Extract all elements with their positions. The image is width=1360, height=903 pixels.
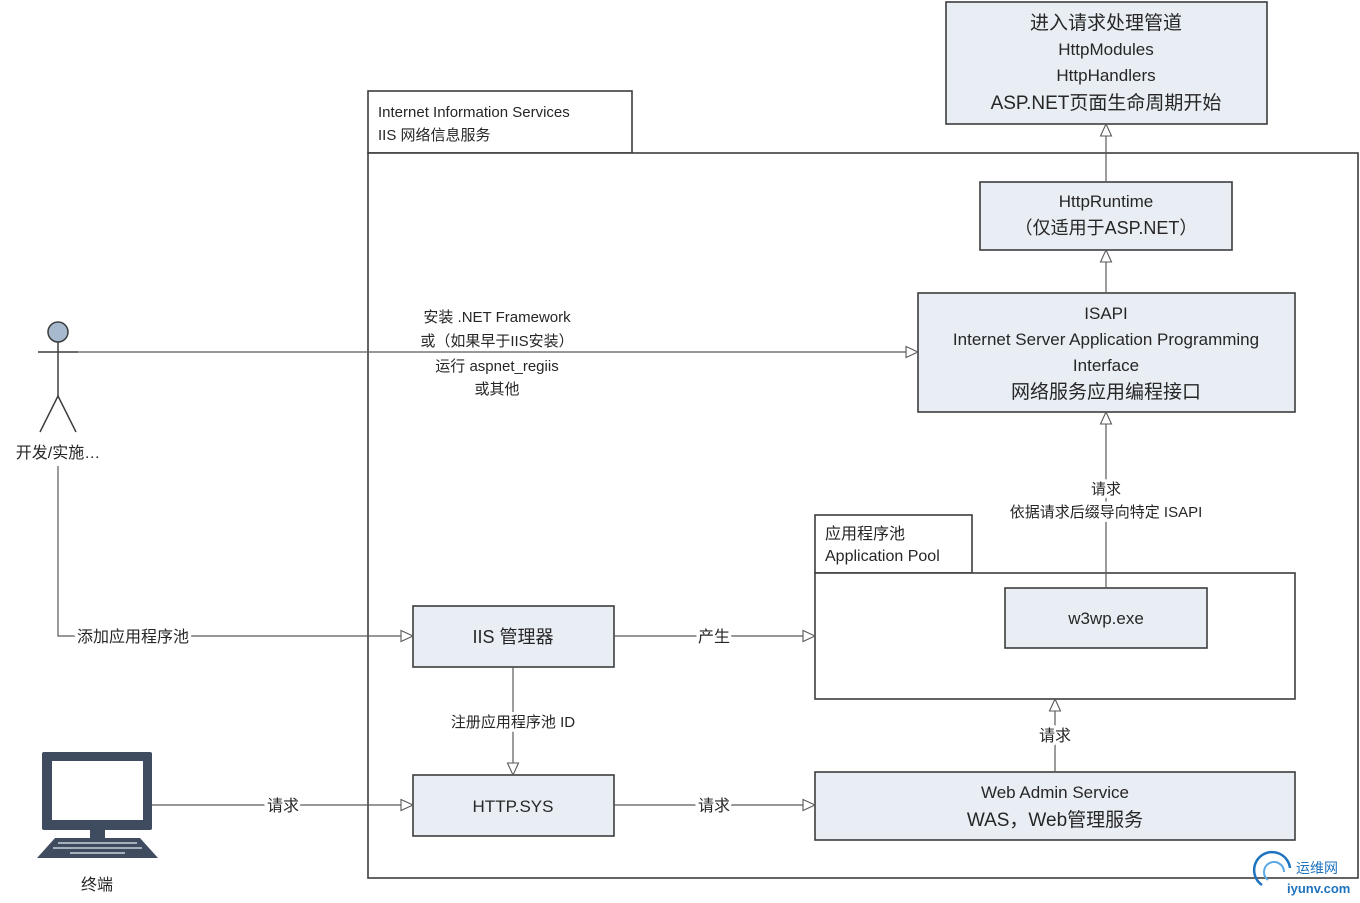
install-edge-label-1: 安装 .NET Framework xyxy=(423,309,571,326)
http-sys-to-was-edge-label: 请求 xyxy=(698,797,730,815)
http-sys-box-label: HTTP.SYS xyxy=(473,797,554,816)
pipeline-box-line-3: HttpHandlers xyxy=(1056,66,1155,85)
app-pool-container-tab xyxy=(814,514,973,574)
iis-container-title-1: Internet Information Services xyxy=(378,104,570,121)
http-sys-box: HTTP.SYS xyxy=(412,774,615,837)
logo-swirl-icon xyxy=(1252,850,1292,887)
person-icon xyxy=(38,321,78,433)
actor-label: 开发/实施… xyxy=(16,444,100,462)
isapi-box-line-2: Internet Server Application Programming xyxy=(953,330,1259,349)
register-edge-label: 注册应用程序池 ID xyxy=(451,713,575,731)
iis-manager-box: IIS 管理器 xyxy=(412,605,615,668)
was-box: Web Admin Service WAS，Web管理服务 xyxy=(814,771,1296,841)
pipeline-box-frame xyxy=(945,1,1268,125)
terminal-edge-label: 请求 xyxy=(267,797,299,815)
pipeline-box-line-1: 进入请求处理管道 xyxy=(1030,12,1182,34)
w3wp-to-isapi-label-1: 请求 xyxy=(1091,481,1121,498)
iis-container-tab xyxy=(367,90,633,154)
computer-stand xyxy=(90,830,105,838)
w3wp-to-isapi-label-2: 依据请求后缀导向特定 ISAPI xyxy=(1010,504,1203,521)
install-edge-label-4: 或其他 xyxy=(474,381,519,398)
add-pool-edge-label: 添加应用程序池 xyxy=(77,627,189,646)
edge-actor-to-iis-manager xyxy=(57,466,413,636)
produce-edge-label: 产生 xyxy=(698,628,730,646)
computer-screen xyxy=(52,761,143,820)
was-box-line-2: WAS，Web管理服务 xyxy=(967,809,1143,831)
pipeline-box: 进入请求处理管道 HttpModules HttpHandlers ASP.NE… xyxy=(945,1,1268,125)
isapi-box: ISAPI Internet Server Application Progra… xyxy=(917,292,1296,413)
httpruntime-box-line-1: HttpRuntime xyxy=(1059,192,1153,211)
install-edge-label-2: 或（如果早于IIS安装） xyxy=(420,333,573,350)
httpruntime-box: HttpRuntime （仅适用于ASP.NET） xyxy=(979,181,1233,251)
was-to-pool-edge-label: 请求 xyxy=(1039,727,1071,745)
isapi-box-line-4: 网络服务应用编程接口 xyxy=(1011,381,1201,403)
actor-right-leg xyxy=(57,395,77,433)
pipeline-box-line-4: ASP.NET页面生命周期开始 xyxy=(991,92,1222,114)
http-sys-box-frame xyxy=(412,774,615,837)
app-pool-title-1: 应用程序池 xyxy=(825,524,905,543)
app-pool-title-2: Application Pool xyxy=(825,548,940,565)
w3wp-box: w3wp.exe xyxy=(1004,587,1208,649)
isapi-box-line-3: Interface xyxy=(1073,356,1139,375)
httpruntime-box-line-2: （仅适用于ASP.NET） xyxy=(1015,218,1198,238)
actor-left-leg xyxy=(39,395,59,433)
iis-manager-box-label: IIS 管理器 xyxy=(472,627,553,647)
computer-icon xyxy=(37,752,158,858)
logo-name: 运维网 xyxy=(1296,860,1338,876)
isapi-box-line-1: ISAPI xyxy=(1084,304,1127,323)
actor-head xyxy=(47,321,69,343)
logo-swirl-outer xyxy=(1252,850,1292,887)
terminal-label: 终端 xyxy=(81,876,113,894)
install-edge-label-3: 运行 aspnet_regiis xyxy=(435,358,558,375)
was-box-line-1: Web Admin Service xyxy=(981,783,1129,802)
logo-domain: iyunv.com xyxy=(1287,881,1350,896)
logo-swirl-inner xyxy=(1263,861,1285,881)
pipeline-box-line-2: HttpModules xyxy=(1058,40,1153,59)
w3wp-box-label: w3wp.exe xyxy=(1067,609,1144,628)
was-box-frame xyxy=(814,771,1296,841)
iis-container-title-2: IIS 网络信息服务 xyxy=(378,127,491,144)
